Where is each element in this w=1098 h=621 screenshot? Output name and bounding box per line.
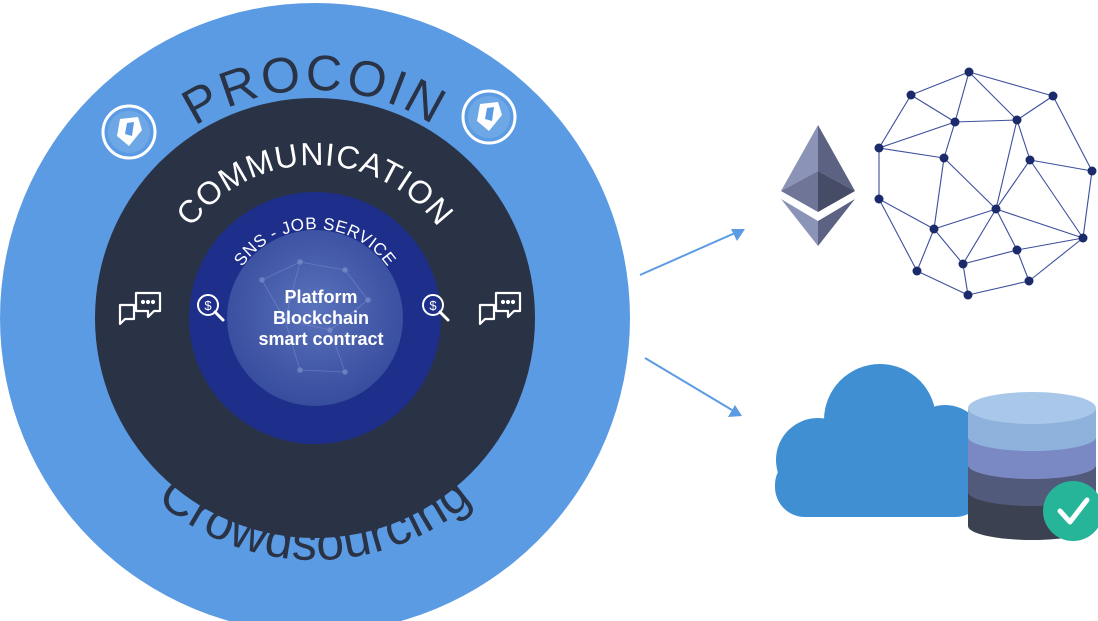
chat-bubbles-icon — [478, 291, 522, 326]
svg-text:$: $ — [204, 298, 212, 313]
procoin-logo-icon — [461, 89, 517, 145]
chat-bubbles-icon — [118, 291, 162, 326]
core-line-platform: Platform — [284, 287, 357, 307]
procoin-logo-icon — [101, 104, 157, 160]
core-line-smart-contract: smart contract — [258, 329, 383, 349]
core-circle — [227, 230, 403, 406]
arrow-to-cloud — [644, 357, 742, 417]
cloud-icon — [775, 364, 985, 517]
dollar-search-icon: $ — [197, 294, 225, 322]
svg-text:$: $ — [429, 298, 437, 313]
core-network-icon — [259, 259, 371, 375]
arrow-to-blockchain — [639, 229, 745, 276]
blockchain-network-icon — [874, 67, 1097, 300]
check-icon — [1043, 481, 1098, 541]
ethereum-icon — [781, 125, 855, 246]
core-line-blockchain: Blockchain — [273, 308, 369, 328]
dollar-search-icon: $ — [422, 294, 450, 322]
